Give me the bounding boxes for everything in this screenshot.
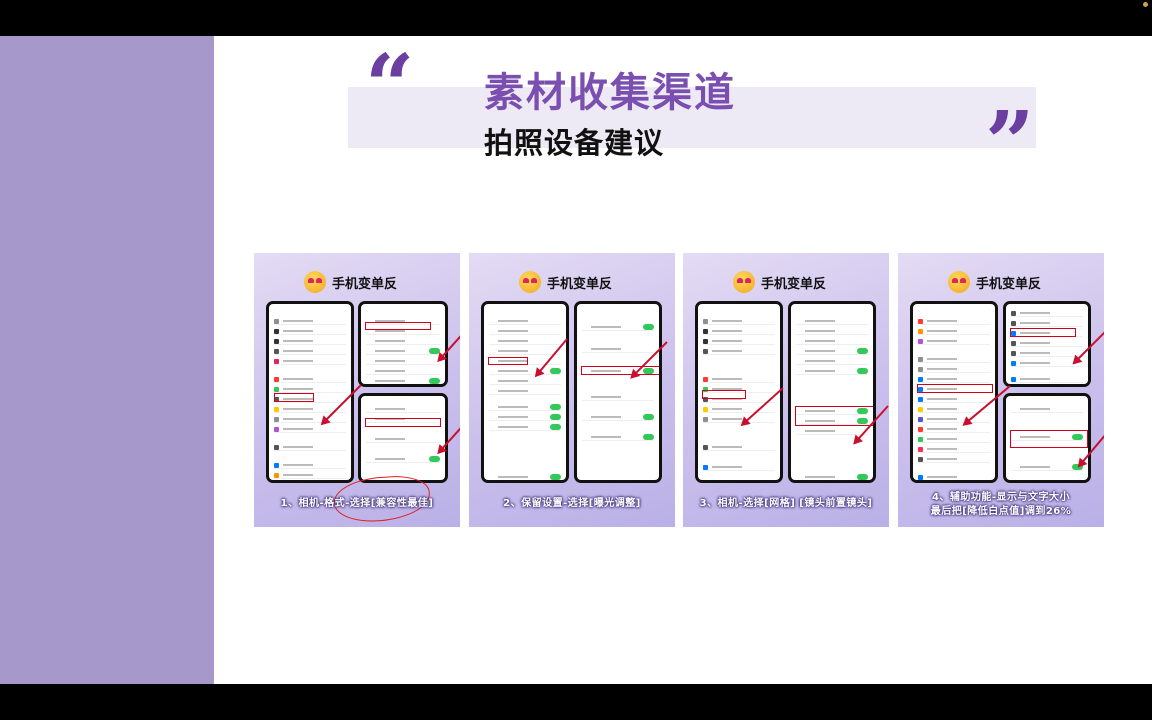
card-caption-line-2: 最后把[降低白点值]调到26%	[930, 506, 1072, 517]
phone-screenshot	[910, 301, 998, 483]
card-caption: 2、保留设置-选择[曝光调整]	[503, 498, 641, 509]
card-caption: 3、相机-选择[网格] [镜头前置镜头]	[699, 498, 873, 509]
phone-screenshot	[695, 301, 783, 483]
card-header: 手机变单反	[683, 271, 889, 293]
phone-screenshot	[1003, 301, 1091, 387]
heart-eyes-emoji-icon	[304, 271, 326, 293]
phone-screenshot	[788, 301, 876, 483]
card-title: 手机变单反	[547, 277, 613, 292]
card-title: 手机变单反	[976, 277, 1042, 292]
card-title: 手机变单反	[332, 277, 398, 292]
card-header: 手机变单反	[254, 271, 460, 293]
phone-screenshot	[358, 393, 448, 483]
card-title: 手机变单反	[761, 277, 827, 292]
heart-eyes-emoji-icon	[519, 271, 541, 293]
heart-eyes-emoji-icon	[733, 271, 755, 293]
top-letterbox	[0, 0, 1152, 36]
status-dot-icon	[1143, 2, 1148, 7]
tutorial-card-2: 手机变单反	[469, 253, 675, 527]
title-band	[348, 87, 1036, 148]
tutorial-card-4: 手机变单反	[898, 253, 1104, 527]
phone-screenshot	[1003, 393, 1091, 483]
tutorial-card-1: 手机变单反	[254, 253, 460, 527]
card-header: 手机变单反	[469, 271, 675, 293]
phone-screenshot	[481, 301, 569, 483]
phone-screenshot	[574, 301, 662, 483]
slide-title: 素材收集渠道	[484, 70, 736, 116]
phone-screenshot	[358, 301, 448, 387]
card-caption: 1、相机-格式-选择[兼容性最佳]	[280, 498, 434, 509]
bottom-letterbox	[0, 684, 1152, 720]
left-color-band	[0, 36, 214, 684]
open-quote-icon: “	[365, 36, 415, 137]
tutorial-card-3: 手机变单反	[683, 253, 889, 527]
card-caption-line-1: 4、辅助功能-显示与文字大小	[931, 492, 1071, 503]
phone-screenshot	[266, 301, 354, 483]
slide-subtitle: 拍照设备建议	[484, 126, 665, 160]
close-quote-icon: ”	[985, 93, 1035, 194]
presentation-slide: “ ” 素材收集渠道 拍照设备建议 手机变单反	[0, 36, 1152, 684]
card-header: 手机变单反	[898, 271, 1104, 293]
heart-eyes-emoji-icon	[948, 271, 970, 293]
